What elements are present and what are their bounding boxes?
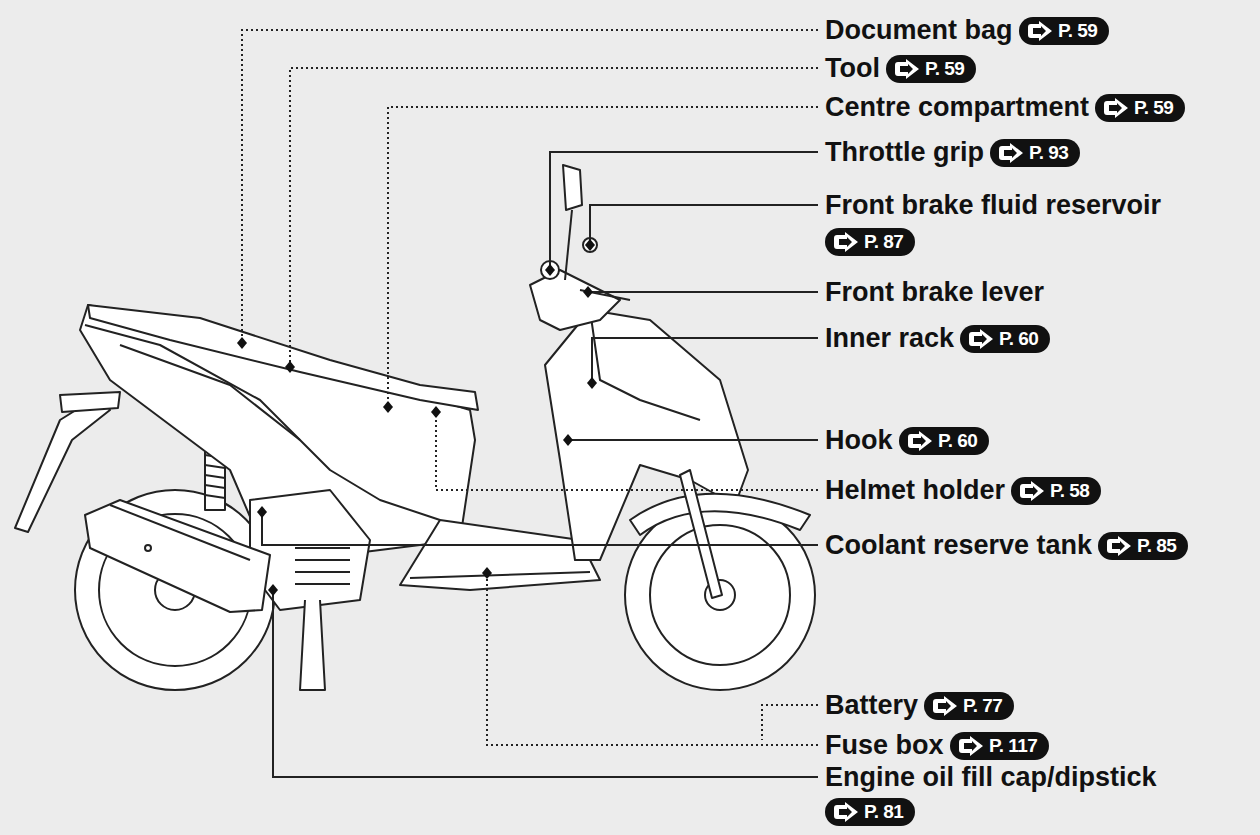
page-number: P. 93 (1029, 142, 1068, 164)
arrow-icon (1101, 98, 1131, 118)
page-number: P. 81 (864, 801, 903, 823)
page-ref-badge: P. 59 (1019, 17, 1109, 45)
part-label: Document bag (825, 13, 1013, 47)
part-label: Battery (825, 688, 918, 722)
page-ref-badge: P. 93 (990, 139, 1080, 167)
page-ref-badge: P. 60 (960, 325, 1050, 353)
page-ref-badge: P. 58 (1011, 477, 1101, 505)
part-label: Inner rack (825, 321, 954, 355)
page-number: P. 58 (1050, 480, 1089, 502)
page-ref-badge: P. 77 (924, 692, 1014, 720)
page-ref-badge: P. 59 (1095, 94, 1185, 122)
page-number: P. 85 (1137, 535, 1176, 557)
page-ref-badge: P. 60 (899, 427, 989, 455)
arrow-icon (996, 143, 1026, 163)
page-number: P. 117 (989, 735, 1037, 757)
page-number: P. 59 (1058, 20, 1097, 42)
arrow-icon (930, 696, 960, 716)
page-number: P. 87 (864, 231, 903, 253)
part-label: Coolant reserve tank (825, 528, 1092, 562)
page-ref-badge: P. 85 (1098, 532, 1188, 560)
page-number: P. 59 (1134, 97, 1173, 119)
arrow-icon (831, 232, 861, 252)
arrow-icon (1025, 21, 1055, 41)
page-number: P. 77 (963, 695, 1002, 717)
arrow-icon (1017, 481, 1047, 501)
part-label: Front brake fluid reservoir (825, 188, 1161, 222)
arrow-icon (905, 431, 935, 451)
part-label: Tool (825, 51, 880, 85)
part-label: Front brake lever (825, 275, 1044, 309)
arrow-icon (1104, 536, 1134, 556)
part-label: Throttle grip (825, 135, 984, 169)
page-ref-badge: P. 117 (950, 732, 1049, 760)
page-number: P. 60 (999, 328, 1038, 350)
page-ref-badge: P. 59 (886, 55, 976, 83)
arrow-icon (892, 59, 922, 79)
part-label: Hook (825, 423, 893, 457)
page-number: P. 59 (925, 58, 964, 80)
part-label: Centre compartment (825, 90, 1089, 124)
page-ref-badge: P. 81 (825, 798, 915, 826)
arrow-icon (966, 329, 996, 349)
arrow-icon (956, 736, 986, 756)
page-ref-badge: P. 87 (825, 228, 915, 256)
part-label: Fuse box (825, 728, 944, 762)
part-label: Helmet holder (825, 473, 1005, 507)
part-label: Engine oil fill cap/dipstick (825, 760, 1157, 794)
arrow-icon (831, 802, 861, 822)
page-number: P. 60 (938, 430, 977, 452)
